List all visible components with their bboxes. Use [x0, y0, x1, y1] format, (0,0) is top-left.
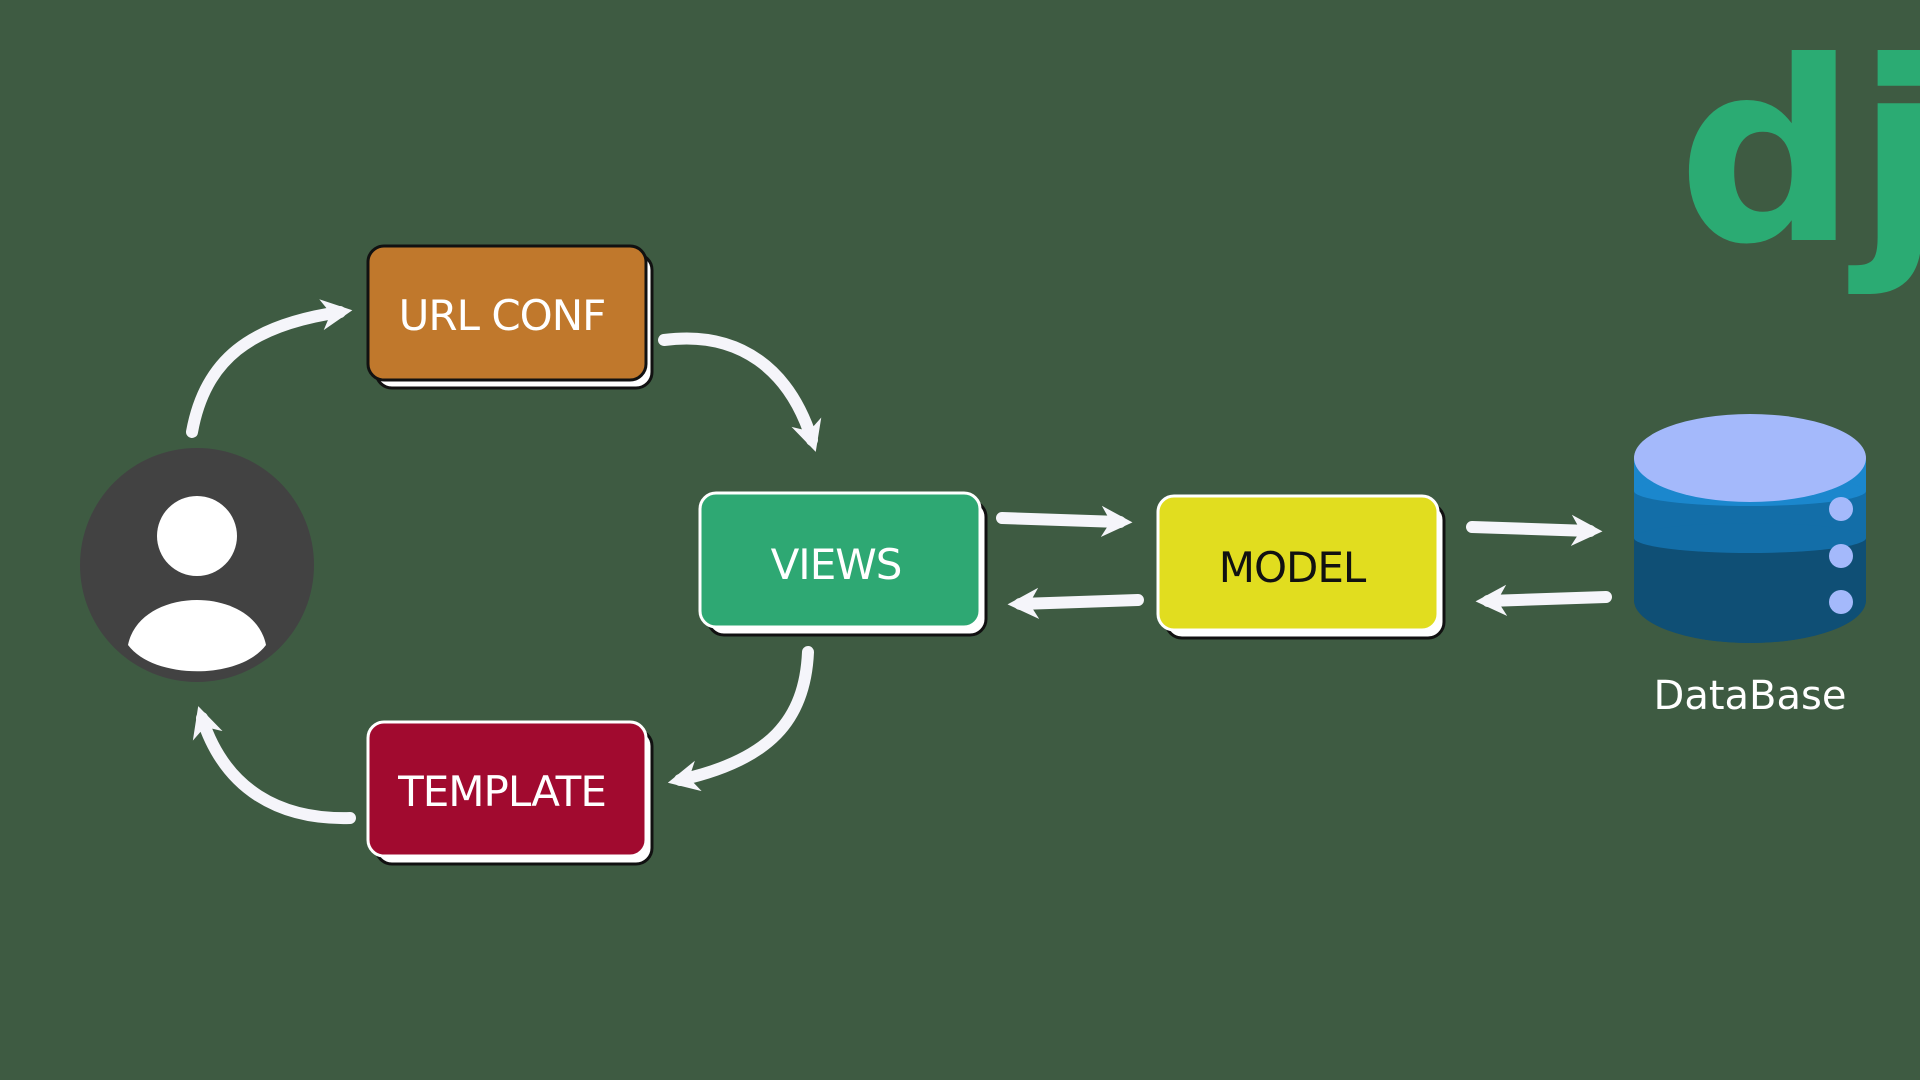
django-logo: dj [1678, 8, 1920, 299]
node-template-label: TEMPLATE [397, 767, 606, 816]
node-urlconf-label: URL CONF [399, 291, 606, 340]
node-urlconf: URL CONF [366, 244, 654, 390]
node-model-box [1156, 494, 1440, 632]
arrow-user-to-urlconf [186, 299, 353, 438]
node-model-label: MODEL [1219, 543, 1367, 592]
flow-arrows [186, 299, 1612, 825]
node-model: MODEL [1156, 494, 1446, 640]
arrow-views-to-template [667, 646, 814, 792]
node-views-box [698, 491, 982, 629]
database-label: DataBase [1654, 673, 1847, 719]
user-avatar [80, 448, 314, 682]
arrow-urlconf-to-views [658, 332, 822, 452]
node-views: VIEWS [698, 491, 988, 637]
database-icon [1634, 414, 1866, 643]
arrow-database-to-model [1475, 584, 1612, 616]
node-urlconf-box [366, 244, 648, 382]
arrow-model-to-database [1466, 514, 1603, 546]
arrow-template-to-user [192, 706, 356, 825]
user-icon [128, 496, 266, 672]
django-logo-text: dj [1678, 8, 1920, 299]
node-template: TEMPLATE [366, 720, 654, 866]
node-views-label: VIEWS [771, 540, 902, 589]
arrow-model-to-views [1007, 587, 1144, 619]
node-template-box [366, 720, 648, 858]
arrow-views-to-model [996, 505, 1133, 537]
